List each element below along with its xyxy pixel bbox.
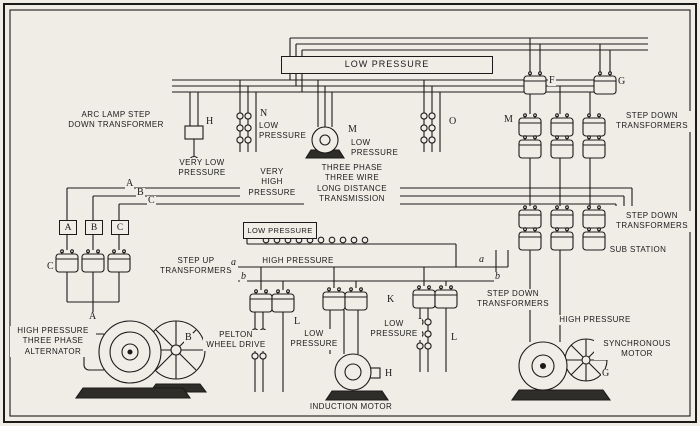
label-alternator: HIGH PRESSURE THREE PHASE ALTERNATOR <box>10 326 96 358</box>
label-sub-station: SUB STATION <box>606 245 670 256</box>
induction-motor-drawing <box>324 353 390 401</box>
letter-k: K <box>386 294 396 305</box>
letter-a-right: a <box>478 254 485 265</box>
label-low-pressure-feeder: LOW PRESSURE <box>243 222 317 239</box>
phase-box-b: B <box>85 220 103 235</box>
label-very-high-pressure: VERY HIGH PRESSURE <box>240 167 304 199</box>
alternator-drawing <box>74 320 192 399</box>
lamp-taps-o <box>420 112 436 144</box>
label-m-low-pressure: LOW PRESSURE <box>350 138 400 159</box>
letter-a-left: a <box>230 257 237 268</box>
label-pelton: PELTON WHEEL DRIVE <box>203 330 269 351</box>
letter-g-top: G <box>617 76 627 87</box>
label-k-low-pressure: LOW PRESSURE <box>366 319 422 340</box>
label-n-low-pressure: LOW PRESSURE <box>258 121 308 142</box>
letter-o: O <box>448 116 458 127</box>
label-step-down-top: STEP DOWN TRANSFORMERS <box>613 111 691 132</box>
letter-b-left: b <box>240 271 247 282</box>
step-down-bank-k <box>322 287 368 311</box>
arc-lamp-transformer-symbol <box>184 125 204 140</box>
label-low-pressure-main: LOW PRESSURE <box>281 56 493 74</box>
letter-n: N <box>259 108 269 119</box>
letter-l-right: L <box>450 332 459 343</box>
label-synchronous-motor: SYNCHRONOUS MOTOR <box>594 339 680 360</box>
step-down-bank-l-right <box>412 285 458 309</box>
transformer-f <box>523 71 547 95</box>
label-l-low-pressure: LOW PRESSURE <box>286 329 342 350</box>
letter-pelton-b: B <box>184 332 193 343</box>
label-transmission: THREE PHASE THREE WIRE LONG DISTANCE TRA… <box>304 163 400 205</box>
step-down-bank-l-left <box>249 289 295 313</box>
letter-l-left: L <box>293 316 302 327</box>
phase-box-c: C <box>111 220 129 235</box>
label-step-down-substation: STEP DOWN TRANSFORMERS <box>613 211 691 232</box>
motor-m-drawing <box>305 126 345 159</box>
letter-c-bank: C <box>46 261 55 272</box>
letter-h-top: H <box>205 116 215 127</box>
label-step-up: STEP UP TRANSFORMERS <box>154 256 238 277</box>
label-step-down-bottom: STEP DOWN TRANSFORMERS <box>472 289 554 310</box>
label-arc-lamp-transformer: ARC LAMP STEP DOWN TRANSFORMER <box>58 110 174 131</box>
letter-h-motor: H <box>384 368 394 379</box>
letter-f-top: F <box>548 75 556 86</box>
letter-line-a: A <box>125 178 135 189</box>
letter-line-b: B <box>136 187 145 198</box>
label-high-pressure-feeder: HIGH PRESSURE <box>260 256 336 267</box>
step-up-bank <box>55 249 131 273</box>
step-down-bank-substation <box>518 205 606 251</box>
letter-g-motor: G <box>601 368 611 379</box>
phase-box-a: A <box>59 220 77 235</box>
lamp-taps-n <box>236 112 252 144</box>
letter-m-motor: M <box>347 124 358 135</box>
letter-alt-a: A <box>88 311 98 322</box>
letter-b-right: b <box>494 271 501 282</box>
letter-line-c: C <box>147 195 156 206</box>
label-induction-motor: INDUCTION MOTOR <box>302 402 400 413</box>
letter-m-bank: M <box>503 114 514 125</box>
label-very-low-pressure: VERY LOW PRESSURE <box>168 158 236 179</box>
label-high-pressure-right: HIGH PRESSURE <box>558 315 632 326</box>
step-down-bank-top-right <box>518 113 606 159</box>
transformer-g <box>593 71 617 95</box>
